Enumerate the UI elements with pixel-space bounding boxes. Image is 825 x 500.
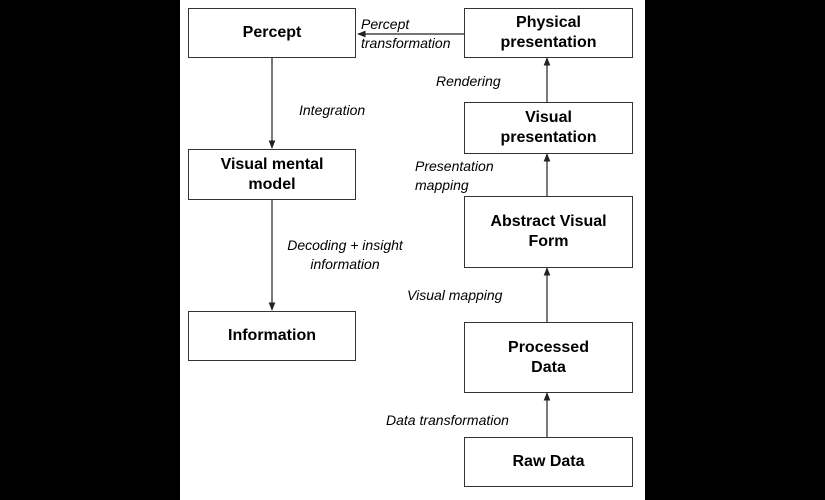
- processed-data-label: Processed Data: [508, 338, 589, 376]
- integration-label: Integration: [299, 102, 366, 118]
- decoding-insight-label: Decoding + insight information: [287, 237, 403, 272]
- raw-data-label: Raw Data: [512, 453, 585, 470]
- information-box: Information: [188, 311, 356, 361]
- visual-mapping-label: Visual mapping: [407, 287, 503, 303]
- physical-presentation-label: Physical presentation: [500, 14, 597, 51]
- data-transformation-label: Data transformation: [386, 412, 509, 428]
- abstract-visual-form-box: Abstract Visual Form: [464, 196, 633, 268]
- diagram-canvas: Percept Physical presentation Visual pre…: [180, 0, 645, 500]
- raw-data-box: Raw Data: [464, 437, 633, 487]
- arrow-layer: [268, 30, 551, 437]
- visual-mental-model-box: Visual mental model: [188, 149, 356, 200]
- processed-data-box: Processed Data: [464, 322, 633, 393]
- percept-box: Percept: [188, 8, 356, 58]
- visual-mental-model-label: Visual mental model: [220, 155, 324, 193]
- presentation-mapping-label: Presentation mapping: [415, 158, 494, 193]
- abstract-visual-form-label: Abstract Visual Form: [490, 213, 607, 250]
- rendering-label: Rendering: [436, 73, 501, 89]
- physical-presentation-box: Physical presentation: [464, 8, 633, 58]
- visual-presentation-label: Visual presentation: [500, 109, 597, 146]
- information-label: Information: [228, 327, 316, 344]
- percept-label: Percept: [242, 24, 302, 41]
- visual-presentation-box: Visual presentation: [464, 102, 633, 154]
- percept-transformation-label: Percept transformation: [361, 16, 451, 51]
